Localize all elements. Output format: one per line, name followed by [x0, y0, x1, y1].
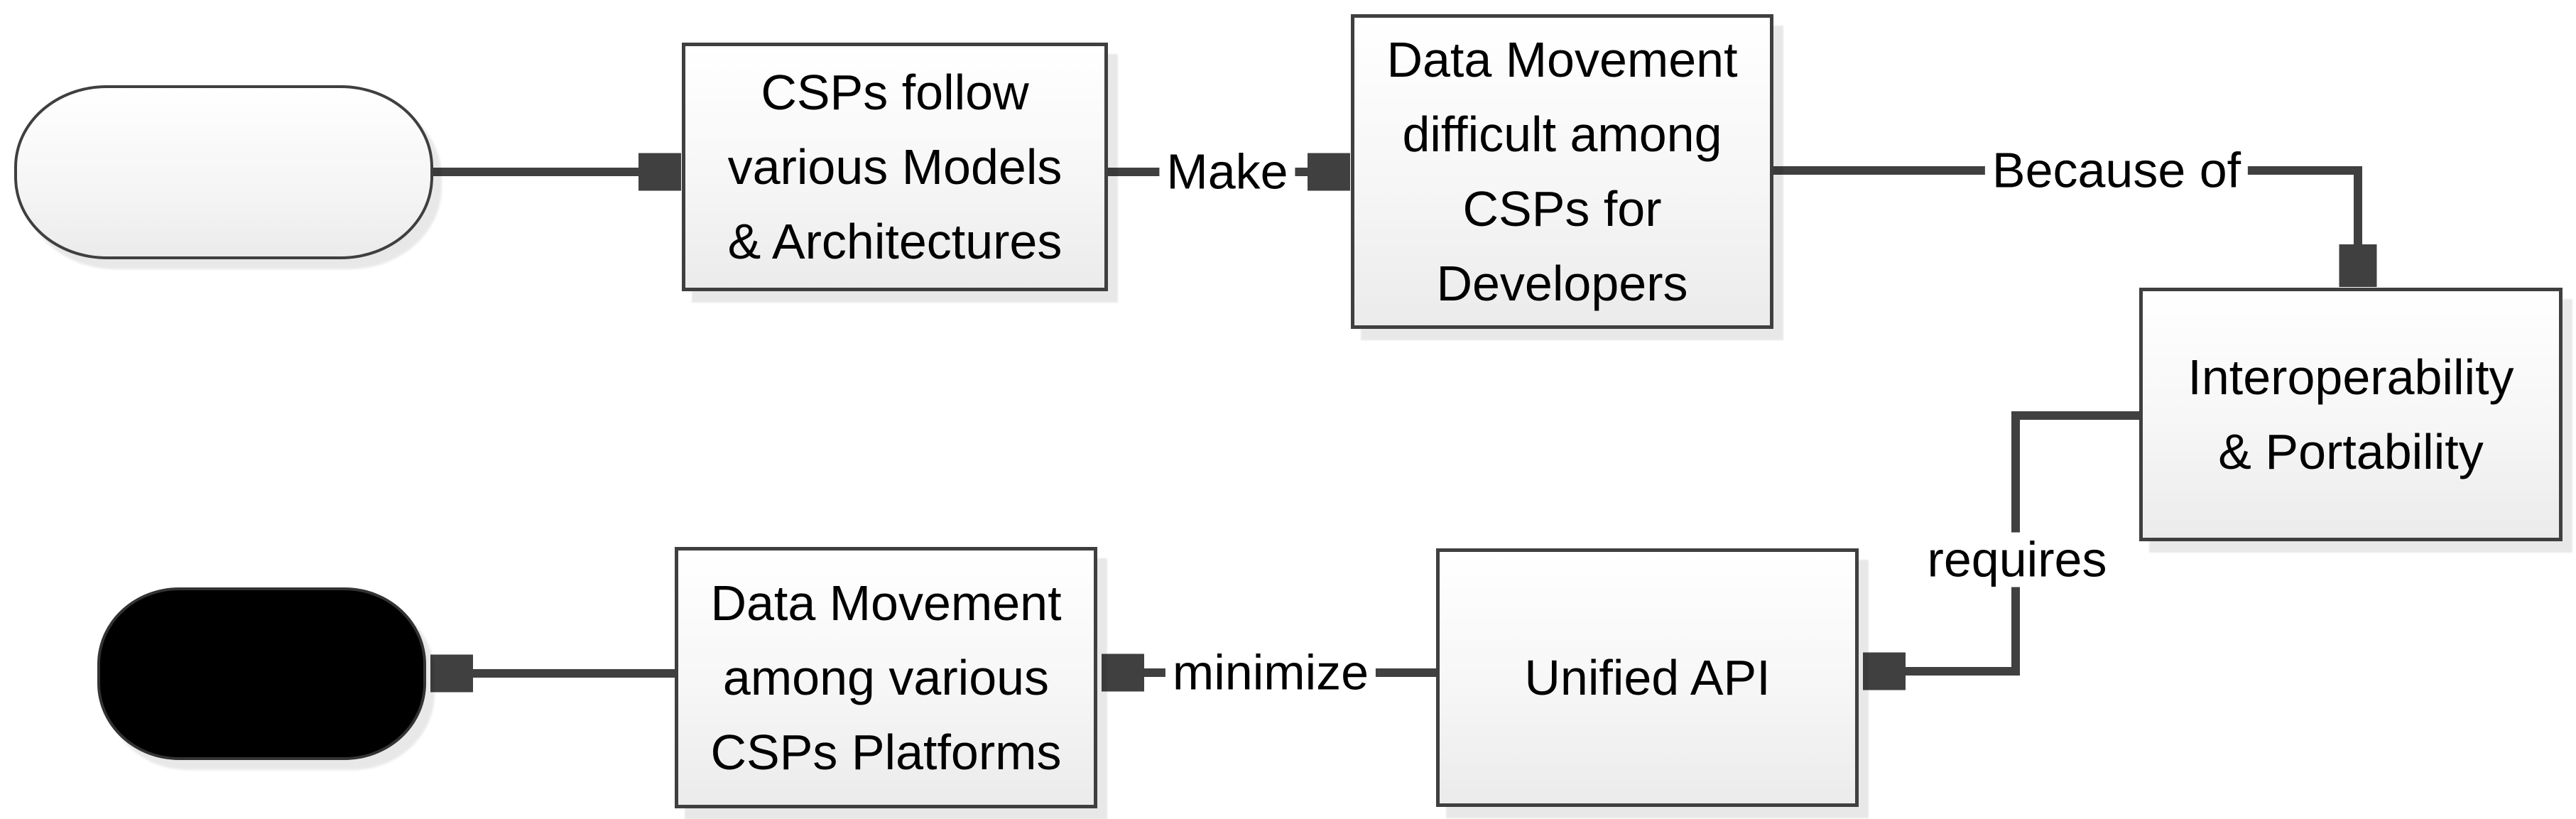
edge-label-make: Make [1159, 144, 1295, 200]
unified-api-box: Unified API [1436, 548, 1859, 807]
edge-label-requires: requires [1920, 532, 2114, 587]
interoperability-portability-box: Interoperability & Portability [2139, 288, 2563, 541]
edge-label-minimize: minimize [1165, 645, 1376, 700]
end-terminator-node [97, 587, 426, 760]
start-terminator-node [14, 85, 433, 259]
data-movement-difficult-box: Data Movement difficult among CSPs for D… [1351, 14, 1773, 329]
csps-models-architectures-box: CSPs follow various Models & Architectur… [682, 43, 1108, 291]
edge-label-because-of: Because of [1984, 143, 2249, 198]
connector-difficulty-to-interop [1773, 166, 2358, 283]
data-movement-platforms-box: Data Movement among various CSPs Platfor… [675, 547, 1097, 808]
